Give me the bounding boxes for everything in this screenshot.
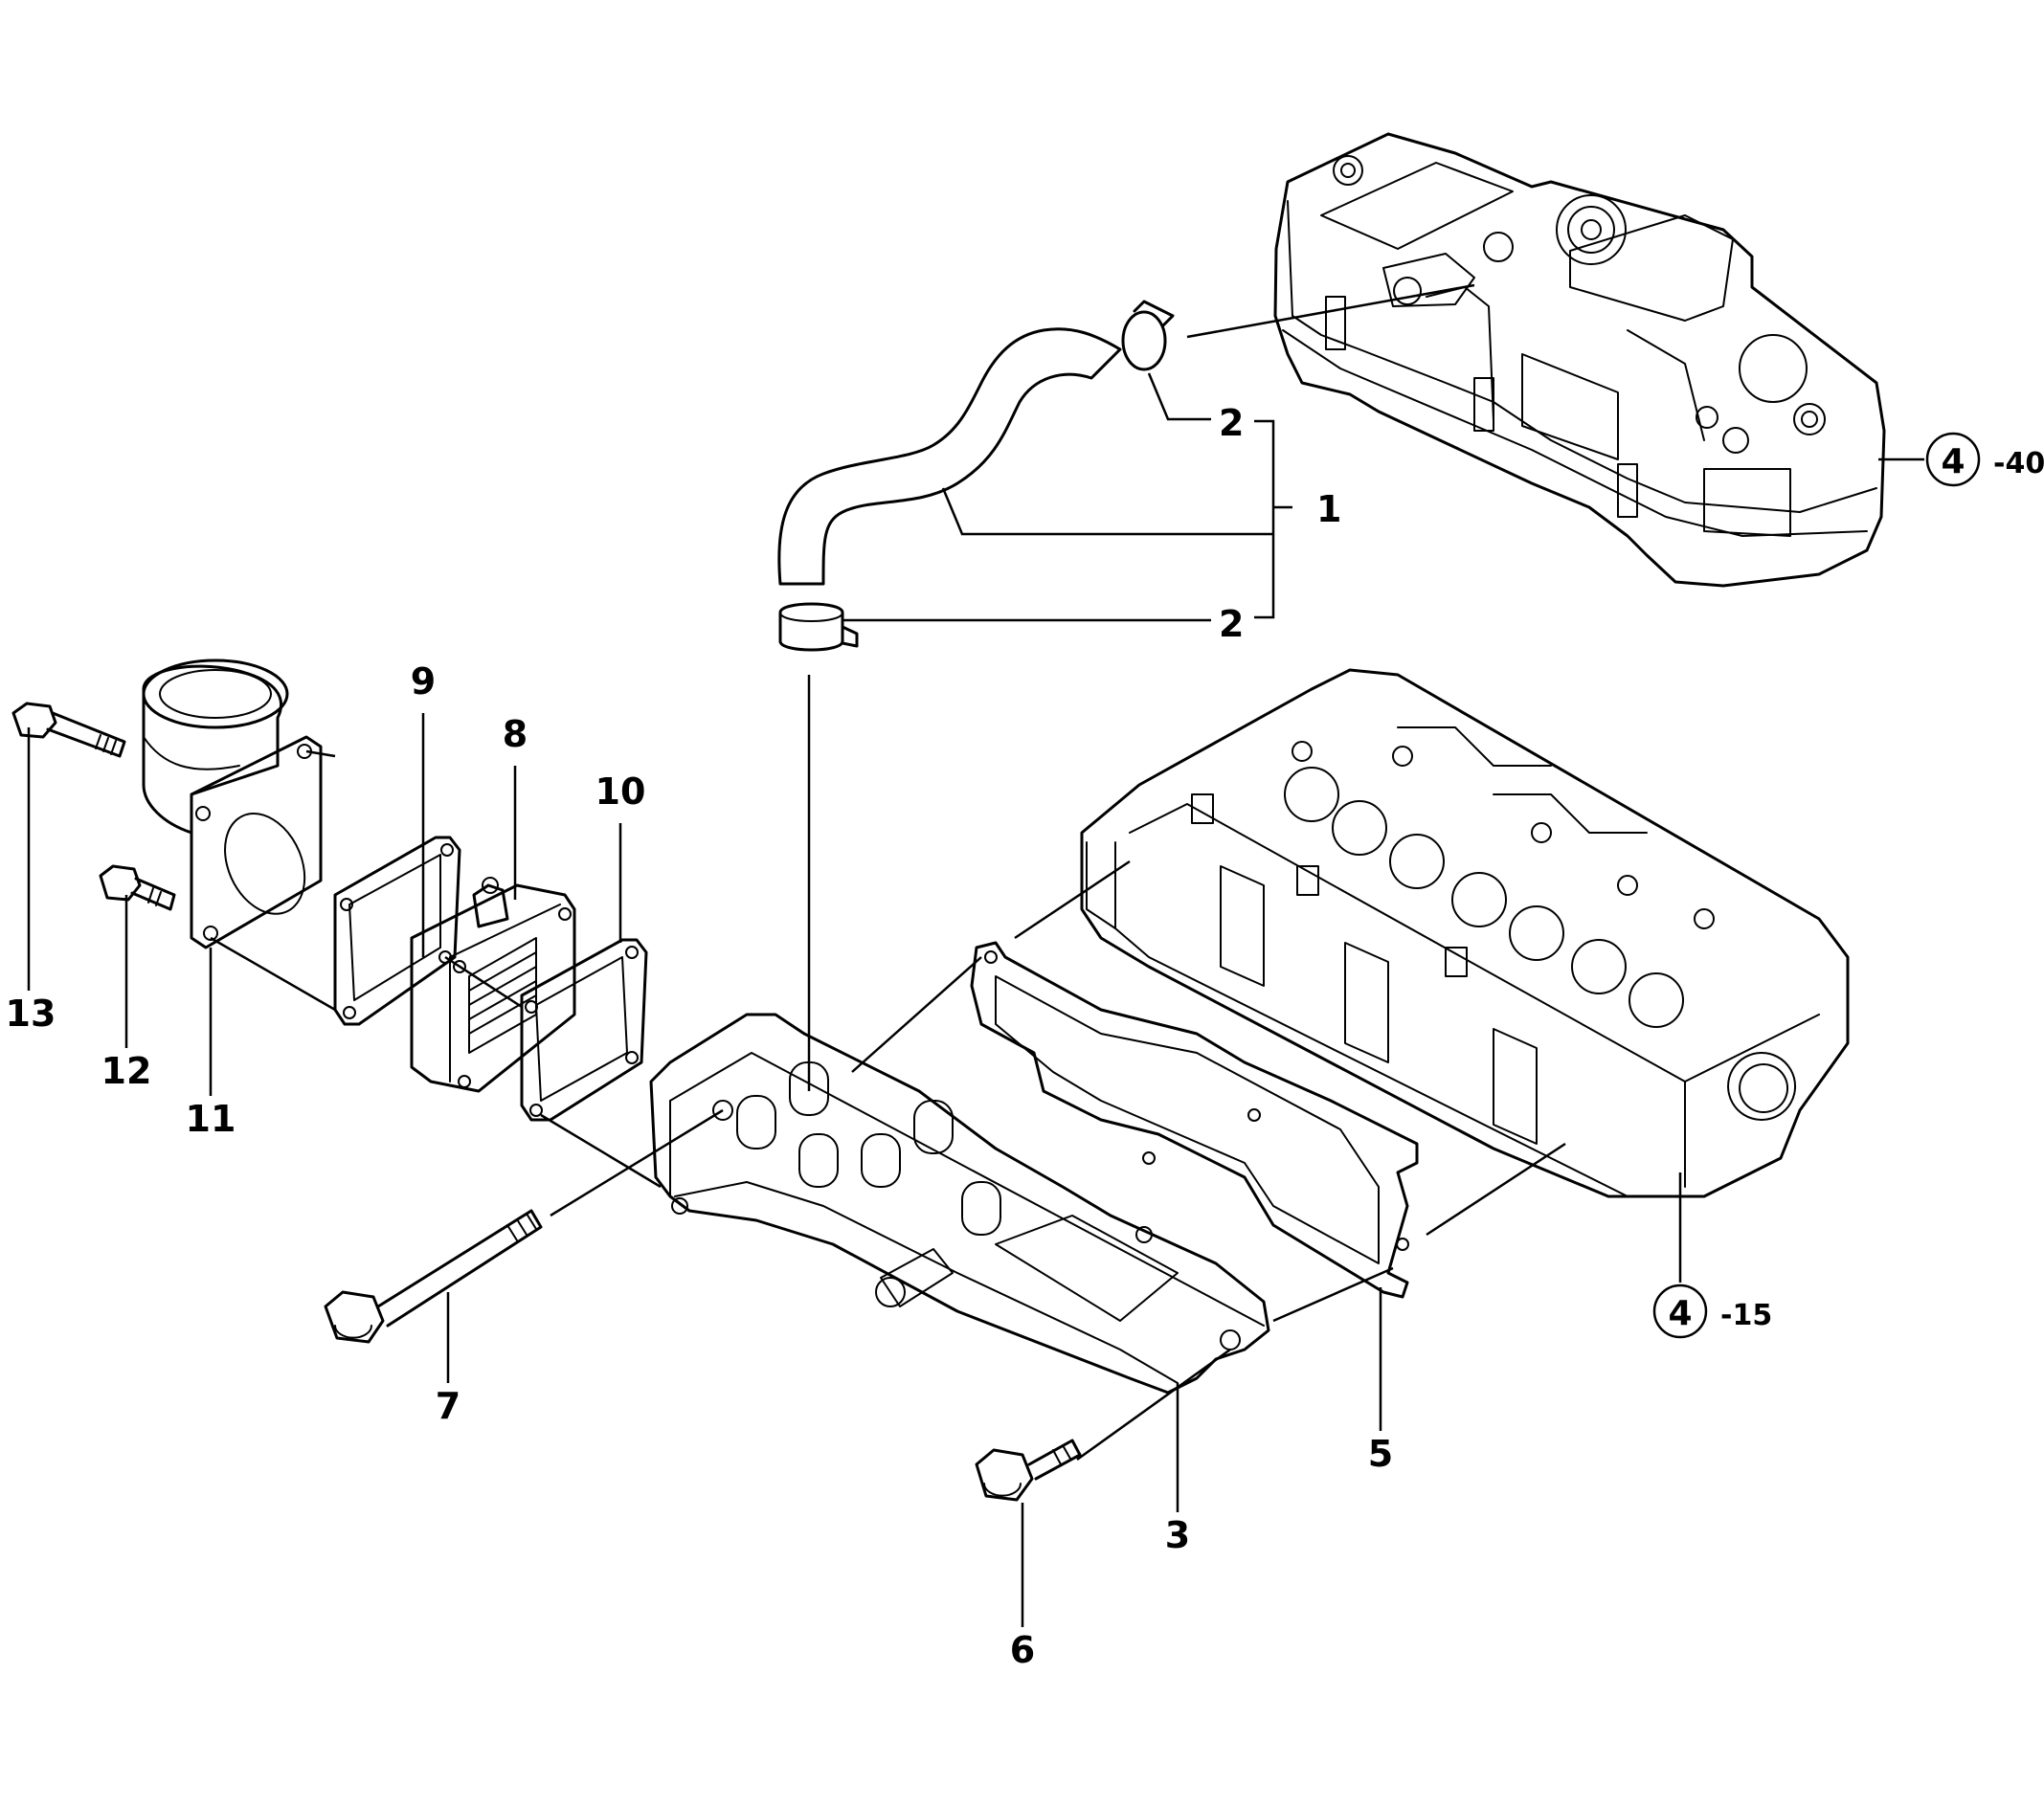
callout-9[interactable]: 9 — [411, 660, 436, 703]
callout-8[interactable]: 8 — [503, 713, 528, 755]
ref-group: 4 — [1668, 1294, 1692, 1333]
rocker-cover-drawing — [1273, 132, 1886, 588]
callout-3[interactable]: 3 — [1165, 1514, 1190, 1556]
bolt-6-drawing — [975, 1439, 1082, 1502]
breather-hose-drawing — [777, 327, 1122, 586]
callout-6[interactable]: 6 — [1010, 1629, 1035, 1671]
gasket-9-drawing — [333, 836, 461, 1026]
callout-2-upper[interactable]: 2 — [1219, 402, 1244, 444]
bracket-1 — [1254, 419, 1275, 619]
intake-manifold-drawing — [649, 1013, 1270, 1395]
ref-rocker-cover[interactable]: 4 -40 — [1925, 432, 2044, 487]
intake-elbow-11-drawing — [142, 658, 323, 949]
assembly-lines — [210, 749, 1566, 1462]
cylinder-head-drawing — [1080, 668, 1850, 1198]
callout-12[interactable]: 12 — [101, 1050, 152, 1092]
callout-2-lower[interactable]: 2 — [1219, 603, 1244, 645]
leader-clamp-to-cover — [1186, 283, 1475, 339]
ref-suffix: -15 — [1720, 1299, 1772, 1332]
callout-13[interactable]: 13 — [6, 993, 56, 1035]
leader-1-hose — [941, 487, 1273, 536]
ref-circle-icon — [1925, 432, 1981, 487]
ref-circle-icon — [1652, 1283, 1708, 1339]
hose-clamp-lower — [778, 602, 859, 652]
heater-block-8-drawing — [410, 877, 576, 1093]
manifold-gasket-drawing — [970, 941, 1419, 1299]
callout-11[interactable]: 11 — [186, 1098, 236, 1140]
callout-5[interactable]: 5 — [1368, 1433, 1393, 1475]
bolt-12-drawing — [99, 864, 176, 911]
ref-cylinder-head[interactable]: 4 -15 — [1652, 1283, 1772, 1339]
bolt-13-drawing — [11, 702, 126, 758]
ref-group: 4 — [1941, 442, 1965, 481]
gasket-10-drawing — [520, 938, 648, 1122]
callout-1[interactable]: 1 — [1316, 488, 1341, 530]
callout-10[interactable]: 10 — [595, 770, 646, 813]
callout-leaders — [27, 458, 1924, 1627]
callout-labels: 2 1 2 9 8 10 13 12 11 7 5 3 6 — [6, 402, 1394, 1671]
leader-2a — [1147, 372, 1211, 421]
hose-clamp-upper — [1121, 300, 1175, 371]
callout-7[interactable]: 7 — [436, 1385, 460, 1427]
bolt-7-drawing — [324, 1209, 543, 1344]
ref-suffix: -40 — [1993, 447, 2044, 480]
